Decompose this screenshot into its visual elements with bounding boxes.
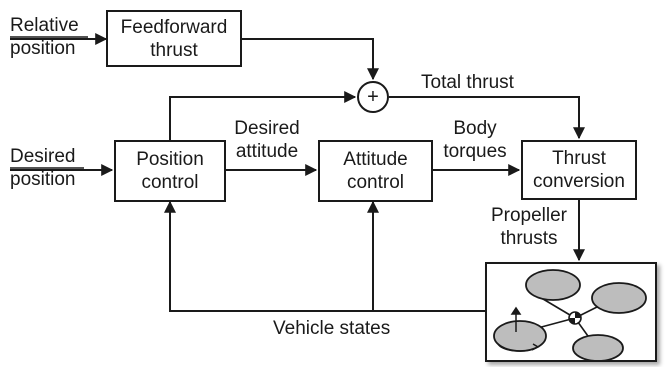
position-control-line2: control (141, 172, 199, 193)
relative-position-line1: Relative (10, 15, 79, 36)
desired-position-line1: Desired (10, 146, 76, 167)
propeller-thrusts-line1: Propeller (490, 205, 568, 226)
rotor-rear-right (572, 334, 624, 362)
desired-attitude-line2: attitude (235, 141, 299, 162)
position-control-block: Position control (114, 140, 226, 202)
summing-junction-symbol: + (367, 86, 379, 108)
quadrotor-illustration (485, 262, 657, 362)
feedforward-thrust-block: Feedforward thrust (106, 10, 242, 67)
rotor-front-right (591, 282, 647, 314)
quadrotor-drawing (493, 269, 647, 362)
relative-position-line2: position (10, 38, 76, 59)
feedforward-thrust-line2: thrust (150, 39, 198, 61)
body-torques-line2: torques (443, 141, 507, 162)
thrust-conversion-line2: conversion (533, 171, 625, 192)
relative-position-label: Relative position (10, 14, 79, 60)
rotor-front-left (525, 269, 581, 301)
thrust-conversion-block: Thrust conversion (521, 140, 637, 200)
propeller-thrusts-label: Propeller thrusts (480, 204, 578, 250)
position-control-line1: Position (136, 149, 204, 170)
desired-position-line2: position (10, 169, 76, 190)
thrust-conversion-line1: Thrust (552, 148, 606, 169)
desired-attitude-line1: Desired (234, 118, 300, 139)
body-torques-label: Body torques (432, 117, 518, 163)
feedforward-thrust-line1: Feedforward (120, 16, 228, 38)
vehicle-states-label: Vehicle states (273, 318, 391, 339)
body-torques-line1: Body (453, 118, 497, 139)
total-thrust-label: Total thrust (421, 72, 514, 93)
position-to-sum-arrow (169, 91, 357, 140)
attitude-control-line1: Attitude (343, 149, 408, 170)
desired-position-label: Desired position (10, 145, 76, 191)
attitude-control-line2: control (346, 172, 405, 193)
center-of-mass-icon (568, 311, 582, 325)
summing-junction: + (357, 81, 389, 113)
propeller-thrusts-line2: thrusts (500, 228, 558, 249)
total-thrust-arrow (389, 96, 585, 140)
feedforward-to-sum-arrow (242, 38, 379, 81)
desired-attitude-label: Desired attitude (227, 117, 307, 163)
attitude-control-block: Attitude control (318, 140, 433, 202)
vehicle-states-feedback-line (164, 200, 485, 312)
